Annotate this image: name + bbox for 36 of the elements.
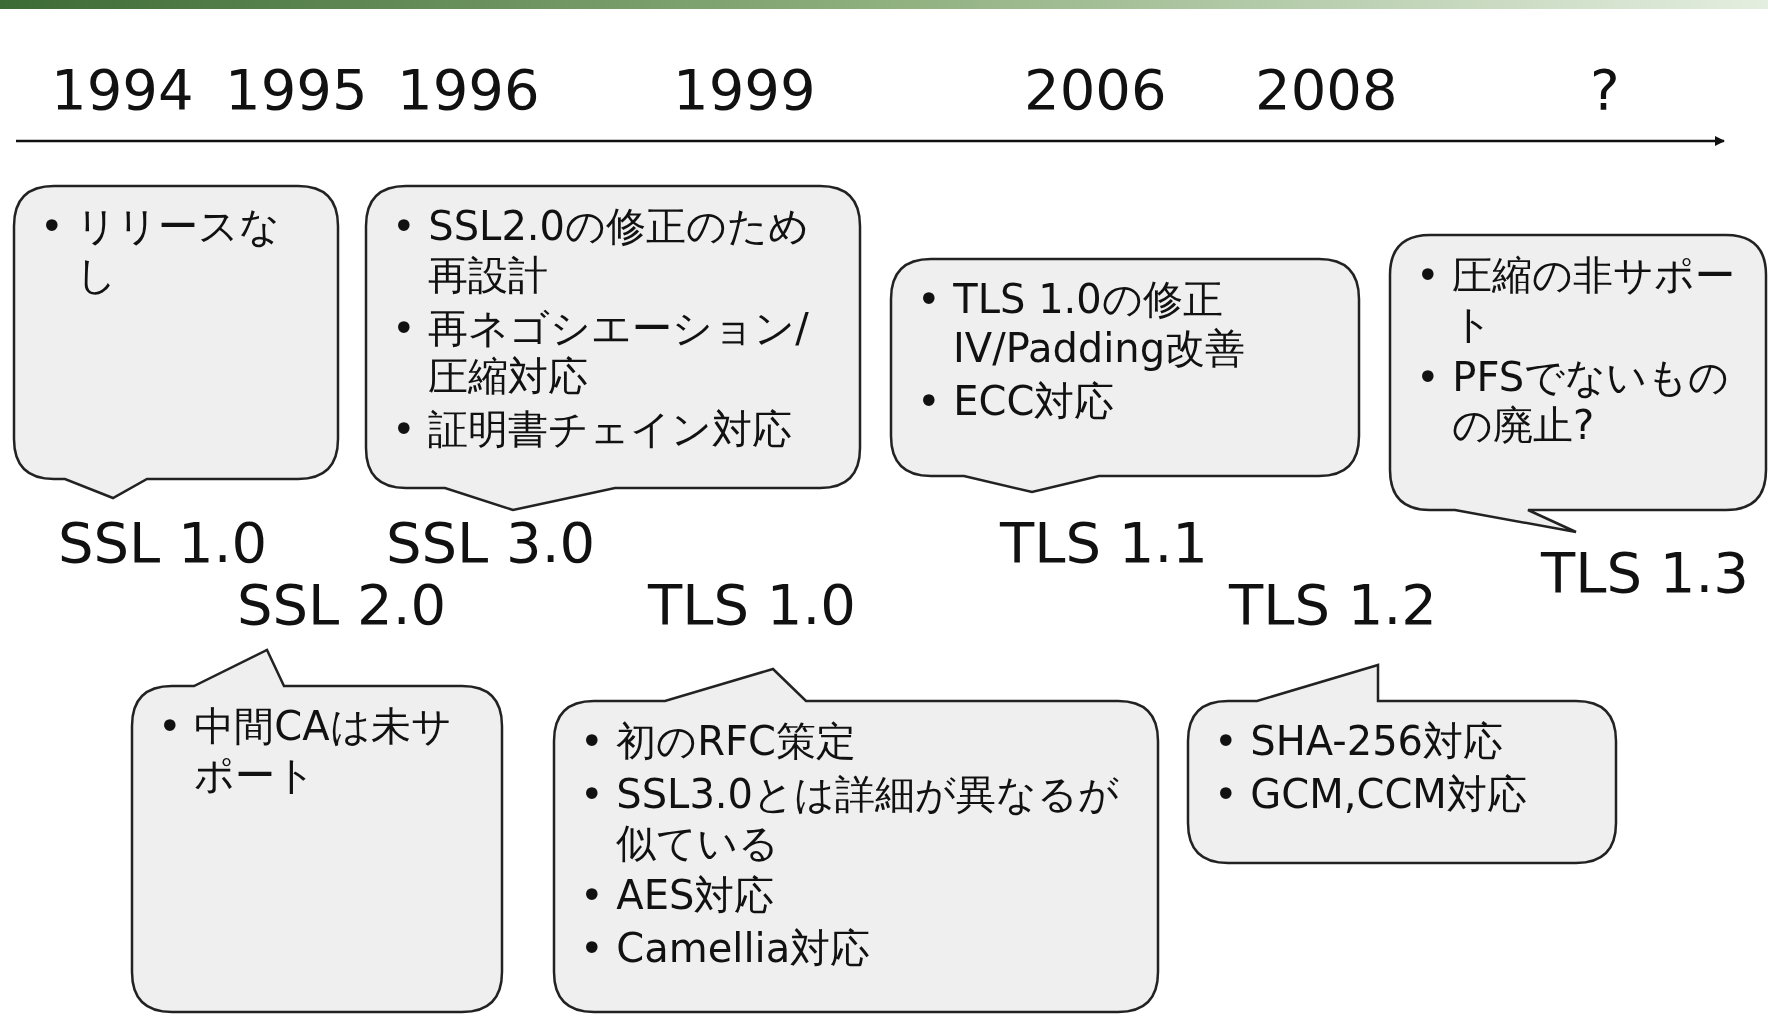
bullet-text: • SSL2.0の修正のため再設計 xyxy=(392,202,810,300)
speech-bubble xyxy=(364,184,862,512)
year-label: 1999 xyxy=(673,62,816,118)
bullet-text: • 証明書チェイン対応 xyxy=(392,405,794,454)
bullet-text: • PFSでないものの廃止? xyxy=(1416,352,1731,451)
bullet-text: • ECC対応 xyxy=(917,376,1116,426)
version-label: SSL 3.0 xyxy=(386,515,596,571)
bullet-text: • GCM,CCM対応 xyxy=(1214,769,1528,819)
speech-bubble xyxy=(1388,233,1768,534)
version-label: SSL 2.0 xyxy=(237,577,447,633)
version-label: TLS 1.3 xyxy=(1541,545,1749,601)
year-label: 1995 xyxy=(225,62,368,118)
speech-bubble xyxy=(130,648,504,1014)
year-label: 2006 xyxy=(1024,62,1167,118)
bullet-text: • 初のRFC策定 xyxy=(580,717,858,766)
version-label: TLS 1.2 xyxy=(1229,577,1437,633)
bullet-text: • 圧縮の非サポート xyxy=(1416,251,1737,349)
bullet-text: • SHA-256対応 xyxy=(1214,717,1505,766)
version-label: SSL 1.0 xyxy=(58,515,268,571)
year-label: 1994 xyxy=(51,62,194,118)
speech-bubble xyxy=(889,257,1361,494)
bullet-text: • 再ネゴシエーション/圧縮対応 xyxy=(392,303,810,402)
bullet-text: • SSL3.0とは詳細が異なるが似ている xyxy=(580,769,1120,868)
speech-bubble xyxy=(552,667,1160,1014)
speech-bubble xyxy=(1186,663,1618,865)
bullet-text: • AES対応 xyxy=(580,871,776,921)
version-label: TLS 1.1 xyxy=(1000,515,1208,571)
year-label: 1996 xyxy=(397,62,540,118)
bullet-text: • TLS 1.0の修正IV/Padding改善 xyxy=(917,275,1247,373)
version-label: TLS 1.0 xyxy=(648,577,856,633)
speech-bubble xyxy=(12,184,340,500)
year-label: 2008 xyxy=(1255,62,1398,118)
bullet-text: • 中間CAは未サポート xyxy=(158,702,453,800)
year-label: ? xyxy=(1590,62,1620,118)
bullet-text: • リリースなし xyxy=(40,202,282,300)
bullet-text: • Camellia対応 xyxy=(580,924,872,973)
